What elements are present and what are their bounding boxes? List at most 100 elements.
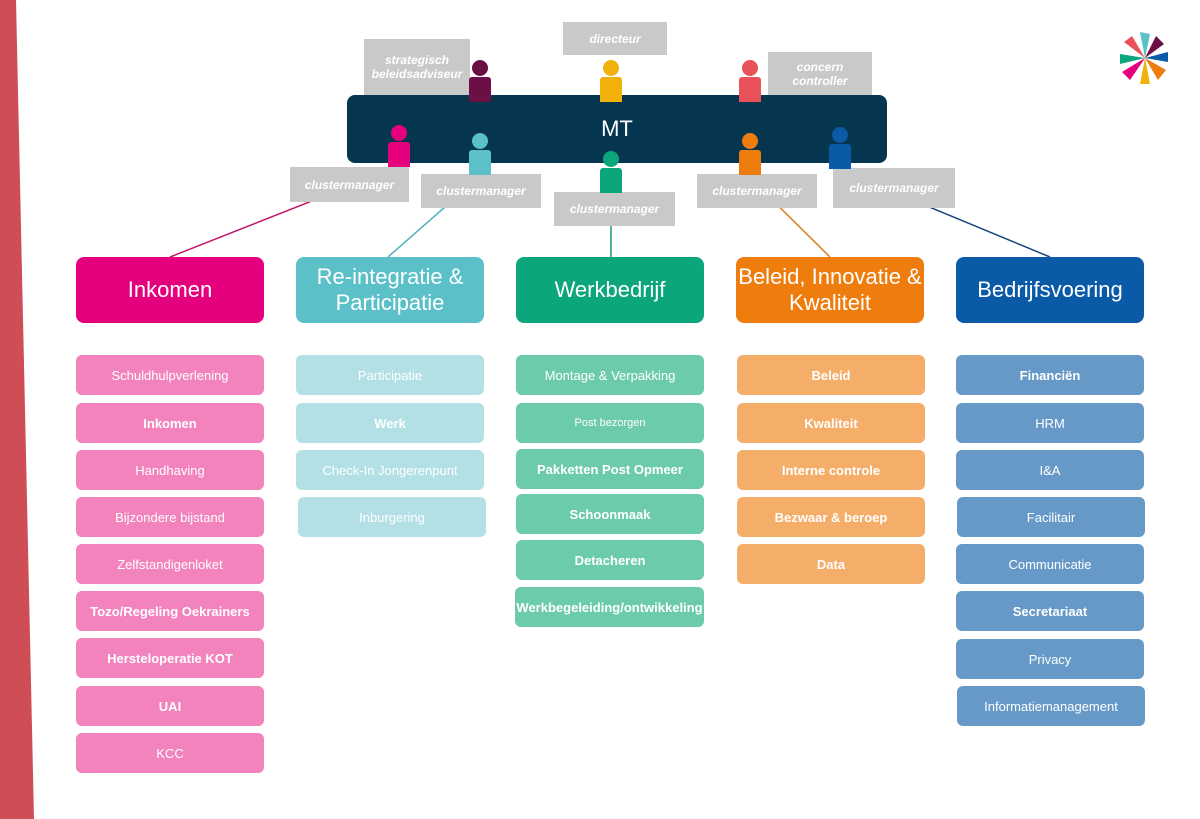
role-text: clustermanager xyxy=(712,184,802,198)
item-label: Interne controle xyxy=(781,462,881,478)
person-icon xyxy=(738,133,762,175)
person-icon xyxy=(468,60,492,102)
organization-logo-icon xyxy=(1120,32,1168,84)
item-label: Kwaliteit xyxy=(804,415,858,431)
person-icon xyxy=(599,151,623,193)
item-label: Participatie xyxy=(357,367,423,383)
item-label: Detacheren xyxy=(574,552,646,568)
item-label: Zelfstandigenloket xyxy=(117,556,223,572)
item-label: I&A xyxy=(1039,462,1061,478)
cluster-title: Inkomen xyxy=(127,277,213,302)
person-icon xyxy=(599,60,623,102)
item-label: Bezwaar & beroep xyxy=(774,509,888,525)
item-label: Data xyxy=(816,556,846,572)
role-text: strategisch beleidsadviseur xyxy=(371,53,463,81)
list-item: Participatie xyxy=(296,355,484,395)
role-label-clustermanager: clustermanager xyxy=(290,167,409,202)
item-label: Hersteloperatie KOT xyxy=(107,650,233,666)
list-item: Interne controle xyxy=(737,450,925,490)
role-label-clustermanager: clustermanager xyxy=(697,174,817,208)
person-icon xyxy=(828,127,852,169)
role-label-strategisch: strategisch beleidsadviseur xyxy=(364,39,470,95)
list-item: HRM xyxy=(956,403,1144,443)
item-label: Tozo/Regeling Oekrainers xyxy=(90,603,250,619)
list-item: Schuldhulpverlening xyxy=(76,355,264,395)
person-icon xyxy=(387,125,411,167)
item-label: Secretariaat xyxy=(1012,603,1088,619)
role-text: clustermanager xyxy=(849,181,939,195)
role-text: clustermanager xyxy=(304,177,395,192)
mt-bar: MT xyxy=(347,95,887,163)
item-label: Inburgering xyxy=(359,509,425,525)
list-item: I&A xyxy=(956,450,1144,490)
item-label: Beleid xyxy=(811,367,851,383)
item-label: Check-In Jongerenpunt xyxy=(322,462,458,478)
item-label: Werkbegeleiding/ontwikkeling xyxy=(516,599,703,615)
list-item: Detacheren xyxy=(516,540,704,580)
item-label: Montage & Verpakking xyxy=(544,367,676,383)
list-item: Inburgering xyxy=(298,497,486,537)
item-label: Schuldhulpverlening xyxy=(111,367,229,383)
role-label-directeur: directeur xyxy=(563,22,667,55)
list-item: Financiën xyxy=(956,355,1144,395)
role-label-clustermanager: clustermanager xyxy=(833,168,955,208)
list-item: Facilitair xyxy=(957,497,1145,537)
list-item: Pakketten Post Opmeer xyxy=(516,449,704,489)
list-item: Schoonmaak xyxy=(516,494,704,534)
list-item: Bijzondere bijstand xyxy=(76,497,264,537)
item-label: Bijzondere bijstand xyxy=(115,509,225,525)
item-label: Pakketten Post Opmeer xyxy=(537,461,683,477)
cluster-title: Werkbedrijf xyxy=(554,277,666,302)
item-label: Financiën xyxy=(1019,367,1081,383)
list-item: Check-In Jongerenpunt xyxy=(296,450,484,490)
list-item: Werkbegeleiding/ontwikkeling xyxy=(515,587,704,627)
role-label-controller: concern controller xyxy=(768,52,872,96)
item-label: Communicatie xyxy=(1008,556,1092,572)
item-label: Privacy xyxy=(1028,651,1072,667)
mt-label: MT xyxy=(601,116,633,141)
list-item: Tozo/Regeling Oekrainers xyxy=(76,591,264,631)
list-item: Handhaving xyxy=(76,450,264,490)
list-item: KCC xyxy=(76,733,264,773)
cluster-header-werkbedrijf: Werkbedrijf xyxy=(516,257,704,323)
item-label: Informatiemanagement xyxy=(984,698,1118,714)
item-label: Handhaving xyxy=(135,462,205,478)
list-item: Secretariaat xyxy=(956,591,1144,631)
list-item: Beleid xyxy=(737,355,925,395)
cluster-title: Beleid, Innovatie & Kwaliteit xyxy=(738,264,922,315)
item-label: Inkomen xyxy=(143,415,197,431)
item-label: UAI xyxy=(158,698,182,714)
list-item: Bezwaar & beroep xyxy=(737,497,925,537)
cluster-header-reintegratie: Re-integratie & Participatie xyxy=(296,257,484,323)
list-item: Kwaliteit xyxy=(737,403,925,443)
cluster-header-inkomen: Inkomen xyxy=(76,257,264,323)
role-label-clustermanager: clustermanager xyxy=(554,192,675,226)
role-label-clustermanager: clustermanager xyxy=(421,174,541,208)
cluster-title: Re-integratie & Participatie xyxy=(316,264,464,315)
role-text: clustermanager xyxy=(569,202,660,216)
role-text: concern controller xyxy=(792,60,848,88)
list-item: Privacy xyxy=(956,639,1144,679)
cluster-title: Bedrijfsvoering xyxy=(977,277,1123,302)
list-item: Hersteloperatie KOT xyxy=(76,638,264,678)
item-label: HRM xyxy=(1035,415,1065,431)
list-item: Zelfstandigenloket xyxy=(76,544,264,584)
list-item: Inkomen xyxy=(76,403,264,443)
person-icon xyxy=(468,133,492,175)
item-label: Post bezorgen xyxy=(574,417,646,429)
list-item: Data xyxy=(737,544,925,584)
item-label: KCC xyxy=(156,745,184,761)
item-label: Schoonmaak xyxy=(569,506,651,522)
list-item: Werk xyxy=(296,403,484,443)
list-item: Informatiemanagement xyxy=(957,686,1145,726)
cluster-header-bedrijfsvoering: Bedrijfsvoering xyxy=(956,257,1144,323)
item-label: Werk xyxy=(374,415,406,431)
person-icon xyxy=(738,60,762,102)
list-item: UAI xyxy=(76,686,264,726)
role-text: clustermanager xyxy=(436,184,526,198)
role-text: directeur xyxy=(589,31,641,46)
list-item: Montage & Verpakking xyxy=(516,355,704,395)
cluster-header-beleid: Beleid, Innovatie & Kwaliteit xyxy=(736,257,924,323)
item-label: Facilitair xyxy=(1026,509,1076,525)
list-item: Communicatie xyxy=(956,544,1144,584)
